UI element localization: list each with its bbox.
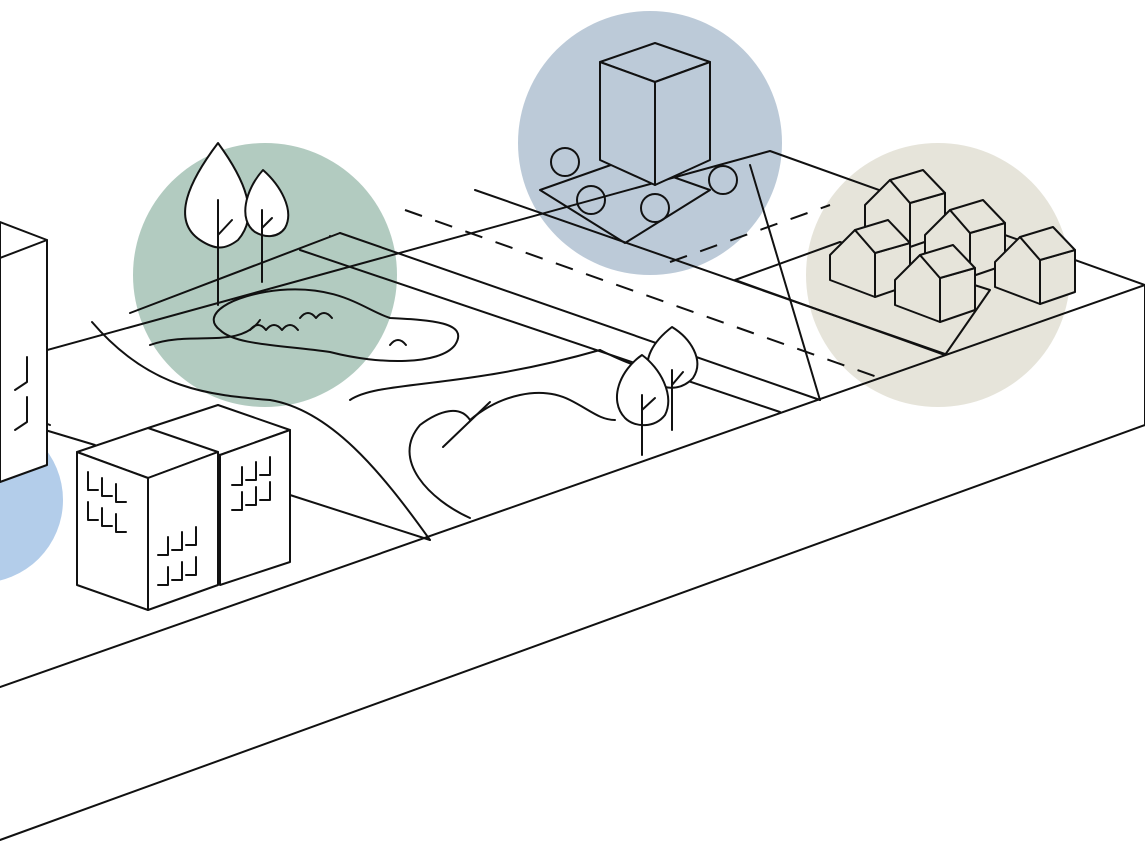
tree-icon <box>184 142 290 306</box>
pond-icon <box>212 288 460 362</box>
building-icon <box>76 404 291 611</box>
house-5 <box>994 226 1076 305</box>
housing-parcel <box>734 241 991 356</box>
building-icon <box>0 221 48 483</box>
tower-icon <box>539 42 738 244</box>
tree-icon <box>616 326 699 456</box>
house-4 <box>894 244 976 323</box>
cross-road-line <box>669 204 831 263</box>
hill-icon <box>408 392 616 519</box>
house-icon <box>829 169 1076 323</box>
